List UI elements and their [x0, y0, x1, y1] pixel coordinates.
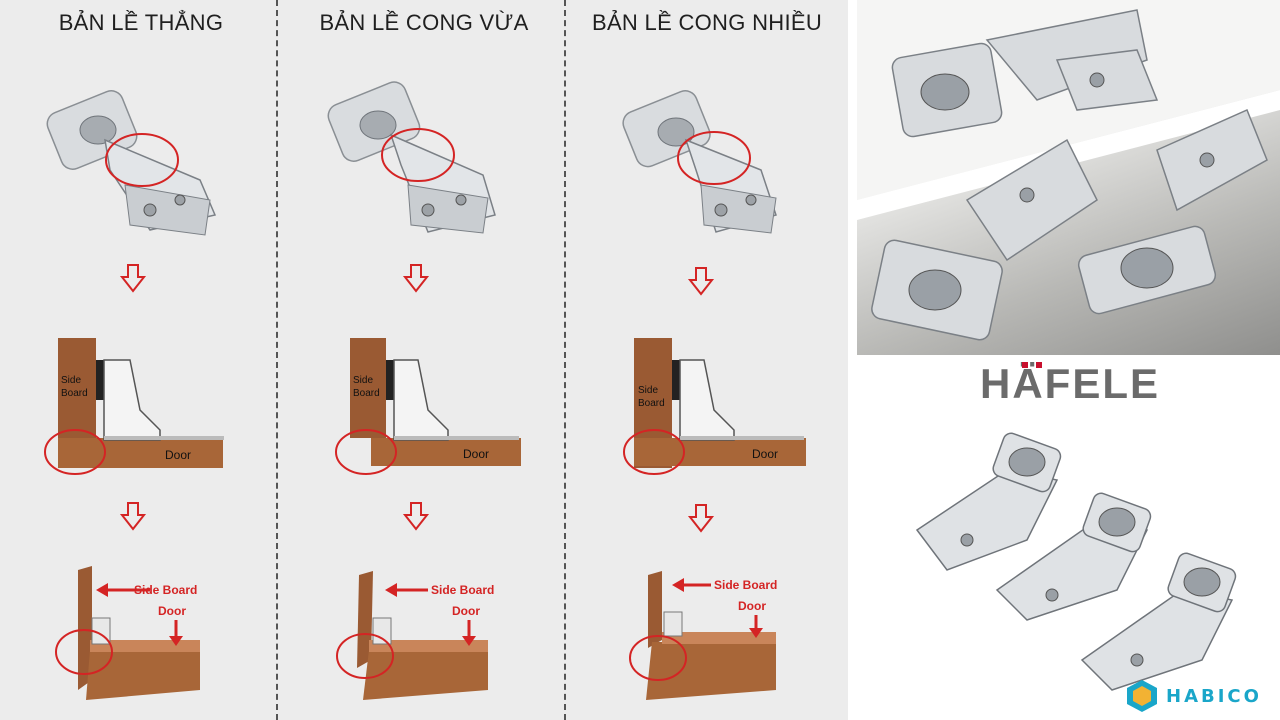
straight-hinge-diagram: Side Board Door Side Board Door — [44, 90, 224, 700]
column-medium-curve-hinge: BẢN LỀ CONG VỪA Side Board — [283, 0, 565, 720]
side-label-2: Board — [638, 398, 665, 409]
side-board-label: Side Board — [431, 583, 494, 597]
column-title: BẢN LỀ THẲNG — [58, 10, 224, 35]
arrowhead — [462, 636, 476, 646]
hinge-illustration — [46, 90, 217, 236]
column-divider — [276, 0, 278, 720]
highlight-circle — [336, 633, 394, 679]
logo-umlaut-dot — [1022, 362, 1028, 368]
highlight-circle — [677, 131, 751, 185]
highlight-circle — [55, 629, 113, 675]
arrowhead — [169, 636, 183, 646]
hinge-set-illustration — [915, 432, 1237, 691]
logo-umlaut-dot — [1036, 362, 1042, 368]
full-curve-hinge-diagram: Side Board Door Side Board Door — [622, 90, 806, 700]
highlight-circle — [629, 635, 687, 681]
door-label: Door — [752, 447, 778, 461]
door-label: Door — [463, 447, 489, 461]
arrow-down-icon — [402, 502, 430, 531]
habico-label: HABICO — [1166, 686, 1262, 707]
corner-3d — [357, 571, 488, 700]
cross-section — [634, 338, 806, 468]
arrow-down-icon — [687, 504, 715, 533]
arrow-down-icon — [402, 264, 430, 293]
arrowhead — [749, 628, 763, 638]
side-label-1: Side — [638, 385, 658, 396]
column-divider — [564, 0, 566, 720]
highlight-circle — [381, 128, 455, 182]
side-label-1: Side — [61, 375, 81, 386]
side-label-2: Board — [353, 388, 380, 399]
column-title: BẢN LỀ CONG VỪA — [319, 10, 529, 35]
hafele-logo: HÄFELE — [960, 358, 1180, 408]
hinge-photo-bottom — [857, 410, 1280, 720]
arrow-down-icon — [119, 502, 147, 531]
corner-3d — [78, 566, 200, 700]
highlight-circle — [105, 133, 179, 187]
door-red-label: Door — [158, 604, 186, 618]
highlight-circle — [623, 429, 685, 475]
cross-section — [58, 338, 224, 468]
door-red-label: Door — [452, 604, 480, 618]
hinge-photo-top — [857, 0, 1280, 355]
highlight-circle — [44, 429, 106, 475]
corner-3d — [646, 571, 776, 700]
hinge-illustration — [327, 81, 496, 234]
medium-curve-hinge-diagram: Side Board Door Side Board Door — [327, 81, 521, 700]
logo-mark: HÄFELE — [980, 360, 1160, 407]
side-label-2: Board — [61, 388, 88, 399]
habico-watermark: HABICO — [1120, 676, 1280, 716]
column-full-curve-hinge: BẢN LỀ CONG NHIỀU Side Boa — [566, 0, 848, 720]
arrow-down-icon — [119, 264, 147, 293]
side-label-1: Side — [353, 375, 373, 386]
arrowhead — [385, 583, 397, 597]
side-board-label: Side Board — [714, 578, 777, 592]
column-straight-hinge: BẢN LỀ THẲNG — [0, 0, 282, 720]
door-label: Door — [165, 448, 191, 462]
logo-text: HÄFELE — [980, 360, 1160, 407]
habico-logo-icon — [1127, 680, 1157, 712]
hinge-product-illustration — [857, 0, 1280, 341]
side-board-label: Side Board — [134, 583, 197, 597]
arrow-down-icon — [687, 267, 715, 296]
hinge-illustration — [622, 90, 777, 234]
highlight-circle — [335, 429, 397, 475]
arrowhead — [96, 583, 108, 597]
diagram-panel: BẢN LỀ THẲNG — [0, 0, 848, 720]
door-red-label: Door — [738, 599, 766, 613]
arrowhead — [672, 578, 684, 592]
cross-section — [350, 338, 521, 466]
column-title: BẢN LỀ CONG NHIỀU — [591, 10, 823, 35]
